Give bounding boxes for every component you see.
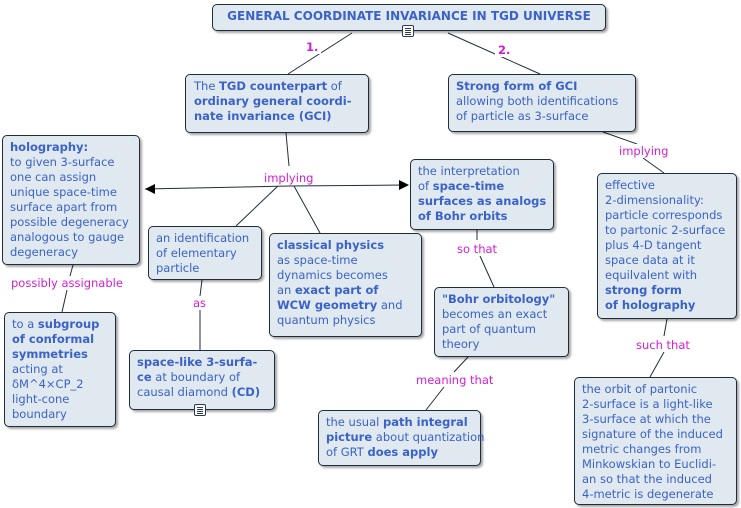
node-holography: holography: to given 3-surface one can a… <box>2 135 140 265</box>
label-as: as <box>190 296 210 310</box>
label-so-that: so that <box>454 242 501 256</box>
label-1: 1. <box>303 40 322 54</box>
node-effective-2d: effective 2-dimensionality: particle cor… <box>597 173 737 319</box>
node-path-integral: the usual path integral picture about qu… <box>318 410 484 466</box>
notes-icon[interactable] <box>402 25 414 37</box>
node-interpretation: the interpretation of space-time surface… <box>410 159 554 230</box>
node-bohr-orbitology: "Bohr orbitology" becomes an exact part … <box>434 287 569 357</box>
label-implying-left: implying <box>261 171 317 185</box>
node-strong-form: Strong form of GCI allowing both identif… <box>448 74 636 132</box>
node-partonic-orbit: the orbit of partonic 2-surface is a lig… <box>574 377 737 505</box>
label-such-that: such that <box>633 338 693 352</box>
label-meaning-that: meaning that <box>413 373 497 387</box>
node-classical-physics: classical physics as space-time dynamics… <box>269 233 422 337</box>
node-identification: an identification of elementary particle <box>148 226 262 280</box>
node-subgroup: to a subgroup of conformal symmetries ac… <box>4 312 116 427</box>
node-tgd-counterpart: The TGD counterpart of ordinary general … <box>185 74 369 133</box>
label-2: 2. <box>495 43 514 57</box>
label-possibly-assignable: possibly assignable <box>8 276 126 290</box>
page-title: GENERAL COORDINATE INVARIANCE IN TGD UNI… <box>227 9 591 23</box>
label-implying-right: implying <box>616 144 672 158</box>
node-spacelike-surface: space-like 3-surfa- ce at boundary of ca… <box>129 350 275 410</box>
diagram-icon[interactable] <box>194 404 206 416</box>
